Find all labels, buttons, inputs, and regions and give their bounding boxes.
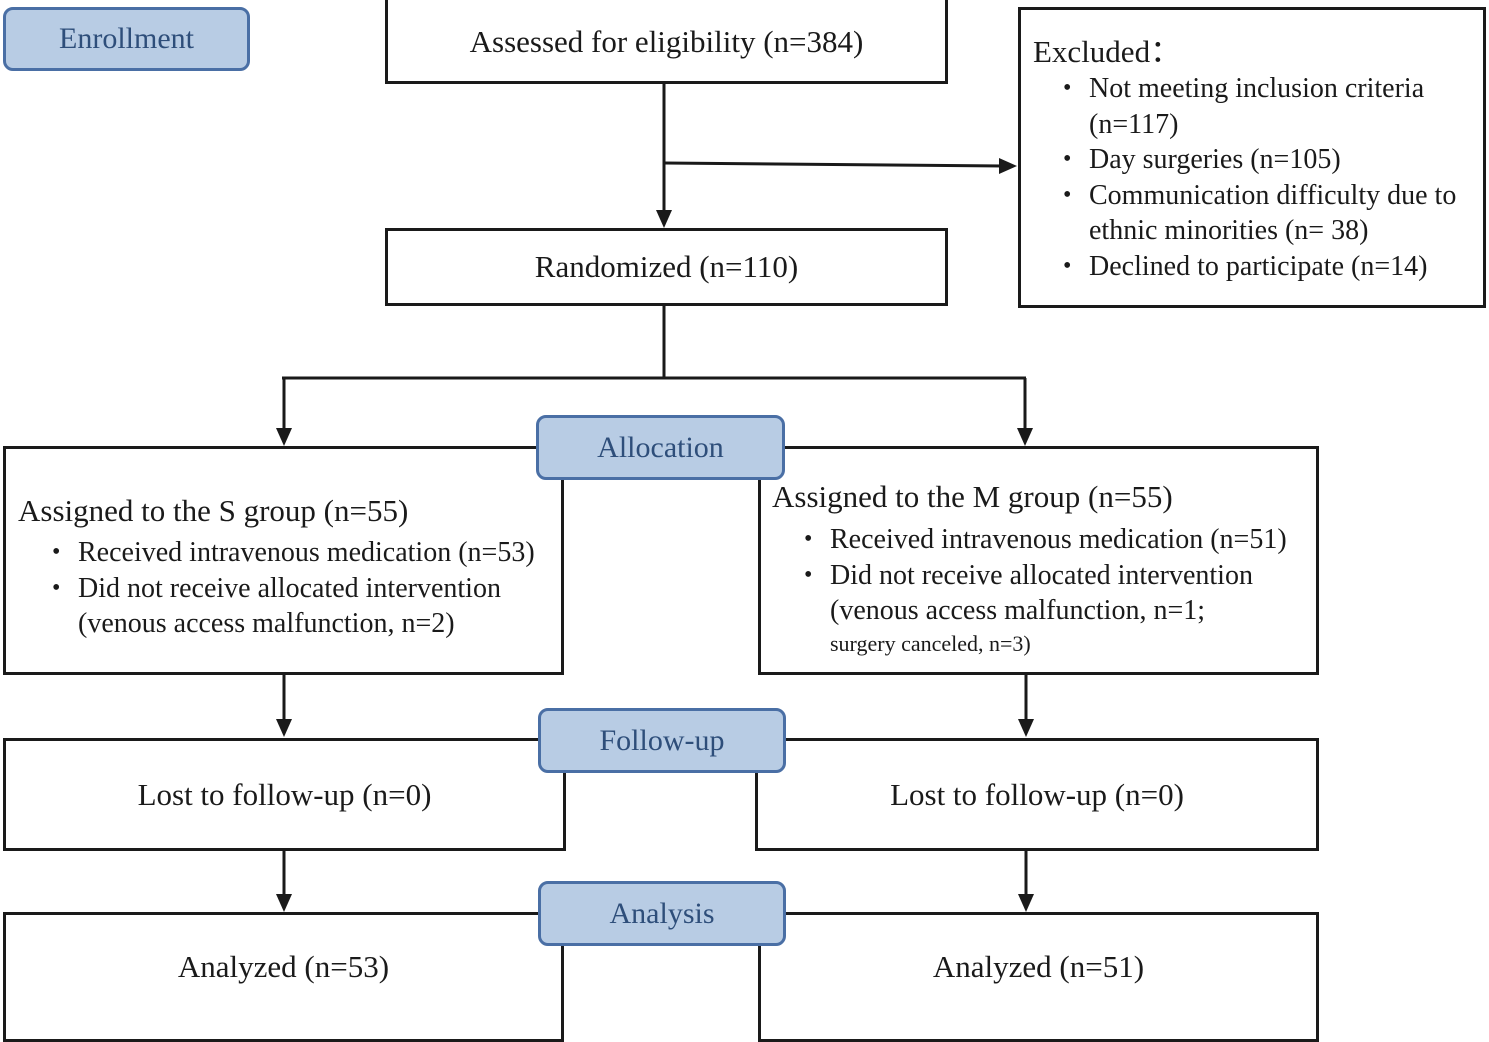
m-lost-text: Lost to follow-up (n=0) (890, 776, 1184, 812)
excluded-title: Excluded： (1033, 34, 1182, 69)
s-group-list: Received intravenous medication (n=53) D… (44, 535, 535, 642)
arrowhead (1018, 894, 1034, 912)
stage-analysis: Analysis (538, 881, 786, 946)
s-group-box: Assigned to the S group (n=55) Received … (3, 446, 564, 675)
s-analyzed-text: Analyzed (n=53) (177, 949, 390, 984)
m-lost-box: Lost to follow-up (n=0) (755, 738, 1319, 851)
arrowhead (1018, 719, 1034, 737)
s-lost-text: Lost to follow-up (n=0) (137, 776, 432, 812)
excluded-box: Excluded： Not meeting inclusion criteria… (1018, 7, 1486, 308)
arrowhead (276, 428, 292, 446)
arrowhead (276, 719, 292, 737)
m-group-item: Did not receive allocated intervention (… (796, 558, 1281, 629)
arrowhead (276, 894, 292, 912)
m-group-box: Assigned to the M group (n=55) Received … (758, 446, 1319, 675)
m-group-list: Received intravenous medication (n=51) D… (796, 522, 1287, 629)
s-lost-box: Lost to follow-up (n=0) (3, 738, 566, 851)
m-group-title: Assigned to the M group (n=55) (772, 479, 1173, 514)
stage-analysis-label: Analysis (609, 896, 715, 930)
stage-enrollment-label: Enrollment (59, 22, 194, 55)
s-group-title: Assigned to the S group (n=55) (18, 493, 409, 528)
arrow-to-excluded (663, 161, 1005, 168)
arrowhead (999, 158, 1017, 174)
s-analyzed-box: Analyzed (n=53) (3, 912, 564, 1042)
m-analyzed-box: Analyzed (n=51) (758, 912, 1319, 1042)
stage-follow-up-label: Follow-up (599, 723, 725, 757)
s-group-item: Did not receive allocated intervention (… (44, 571, 524, 642)
assessed-box: Assessed for eligibility (n=384) (385, 0, 948, 84)
randomized-box: Randomized (n=110) (385, 228, 948, 306)
assessed-text: Assessed for eligibility (n=384) (469, 23, 864, 59)
excluded-item: Day surgeries (n=105) (1055, 142, 1473, 178)
arrowhead (1017, 428, 1033, 446)
m-analyzed-text: Analyzed (n=51) (932, 949, 1145, 984)
m-group-item: Received intravenous medication (n=51) (796, 522, 1287, 558)
excluded-list: Not meeting inclusion criteria (n=117) D… (1055, 71, 1473, 284)
s-group-item: Received intravenous medication (n=53) (44, 535, 535, 571)
stage-allocation-label: Allocation (597, 430, 724, 464)
m-group-note: surgery canceled, n=3) (830, 630, 1031, 656)
excluded-item: Declined to participate (n=14) (1055, 249, 1473, 285)
stage-follow-up: Follow-up (538, 708, 786, 773)
excluded-item: Not meeting inclusion criteria (n=117) (1055, 71, 1473, 142)
stage-allocation: Allocation (536, 415, 785, 480)
arrowhead (656, 210, 672, 228)
excluded-item: Communication difficulty due to ethnic m… (1055, 178, 1473, 249)
randomized-text: Randomized (n=110) (534, 249, 799, 284)
stage-enrollment: Enrollment (3, 7, 250, 71)
